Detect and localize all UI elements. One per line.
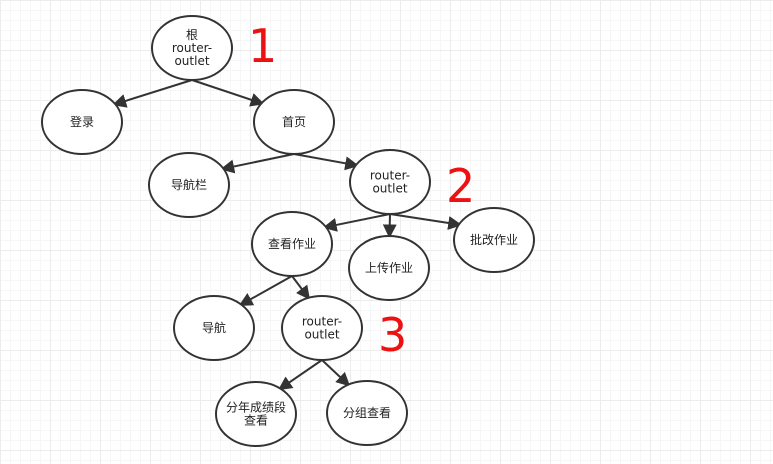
node-label: 上传作业 xyxy=(365,260,413,275)
node-shape xyxy=(281,295,363,361)
edge-outlet2-to-view-homework xyxy=(322,213,391,232)
node-shape xyxy=(41,89,123,155)
node-label: 查看 xyxy=(244,414,268,428)
edges xyxy=(112,79,463,391)
edge-outlet3-to-by-score xyxy=(277,359,323,391)
node-shape xyxy=(453,207,535,273)
annotation-number: 1 xyxy=(248,19,277,73)
node-nav: 导航 xyxy=(173,295,255,361)
node-label: 分年成绩段 xyxy=(226,400,286,415)
edge-home-to-navbar xyxy=(220,153,295,174)
annotation-number: 3 xyxy=(378,308,407,362)
node-outlet2: router-outlet xyxy=(349,149,431,215)
node-grade-homework: 批改作业 xyxy=(453,207,535,273)
edge-root-to-login xyxy=(112,79,193,108)
node-label: 登录 xyxy=(70,114,94,129)
node-label: 根 xyxy=(186,28,198,42)
node-upload-homework: 上传作业 xyxy=(348,235,430,301)
node-label: 首页 xyxy=(282,115,306,129)
node-label: 分组查看 xyxy=(343,406,391,420)
node-view-homework: 查看作业 xyxy=(251,211,333,277)
node-label: router- xyxy=(302,315,342,329)
node-shape xyxy=(251,211,333,277)
node-label: router- xyxy=(172,41,212,55)
node-label: outlet xyxy=(372,182,407,196)
node-shape xyxy=(326,380,408,446)
node-login: 登录 xyxy=(41,89,123,155)
edge-outlet2-to-grade-homework xyxy=(389,213,463,230)
edge-view-homework-to-nav xyxy=(238,275,293,307)
node-shape xyxy=(215,381,297,447)
edge-outlet3-to-by-group xyxy=(321,359,351,387)
node-label: 批改作业 xyxy=(470,232,518,247)
edge-root-to-home xyxy=(191,79,265,107)
node-label: outlet xyxy=(174,54,209,68)
edge-home-to-outlet2 xyxy=(293,153,360,171)
node-outlet3: router-outlet xyxy=(281,295,363,361)
node-shape xyxy=(348,235,430,301)
node-by-group: 分组查看 xyxy=(326,380,408,446)
node-label: outlet xyxy=(304,328,339,342)
node-navbar: 导航栏 xyxy=(148,152,230,218)
node-shape xyxy=(173,295,255,361)
node-label: 导航栏 xyxy=(171,177,207,192)
annotation-number: 2 xyxy=(446,159,475,213)
edge-outlet2-to-upload-homework xyxy=(382,213,397,239)
edge-view-homework-to-outlet3 xyxy=(291,275,311,300)
annotations: 1 2 3 xyxy=(248,19,475,362)
node-shape xyxy=(253,89,335,155)
node-home: 首页 xyxy=(253,89,335,155)
node-shape xyxy=(151,15,233,81)
node-label: router- xyxy=(370,169,410,183)
node-shape xyxy=(148,152,230,218)
node-label: 导航 xyxy=(202,320,226,335)
node-label: 查看作业 xyxy=(268,237,316,251)
nodes: 根router-outlet登录首页导航栏router-outlet查看作业上传… xyxy=(41,15,535,447)
node-shape xyxy=(349,149,431,215)
